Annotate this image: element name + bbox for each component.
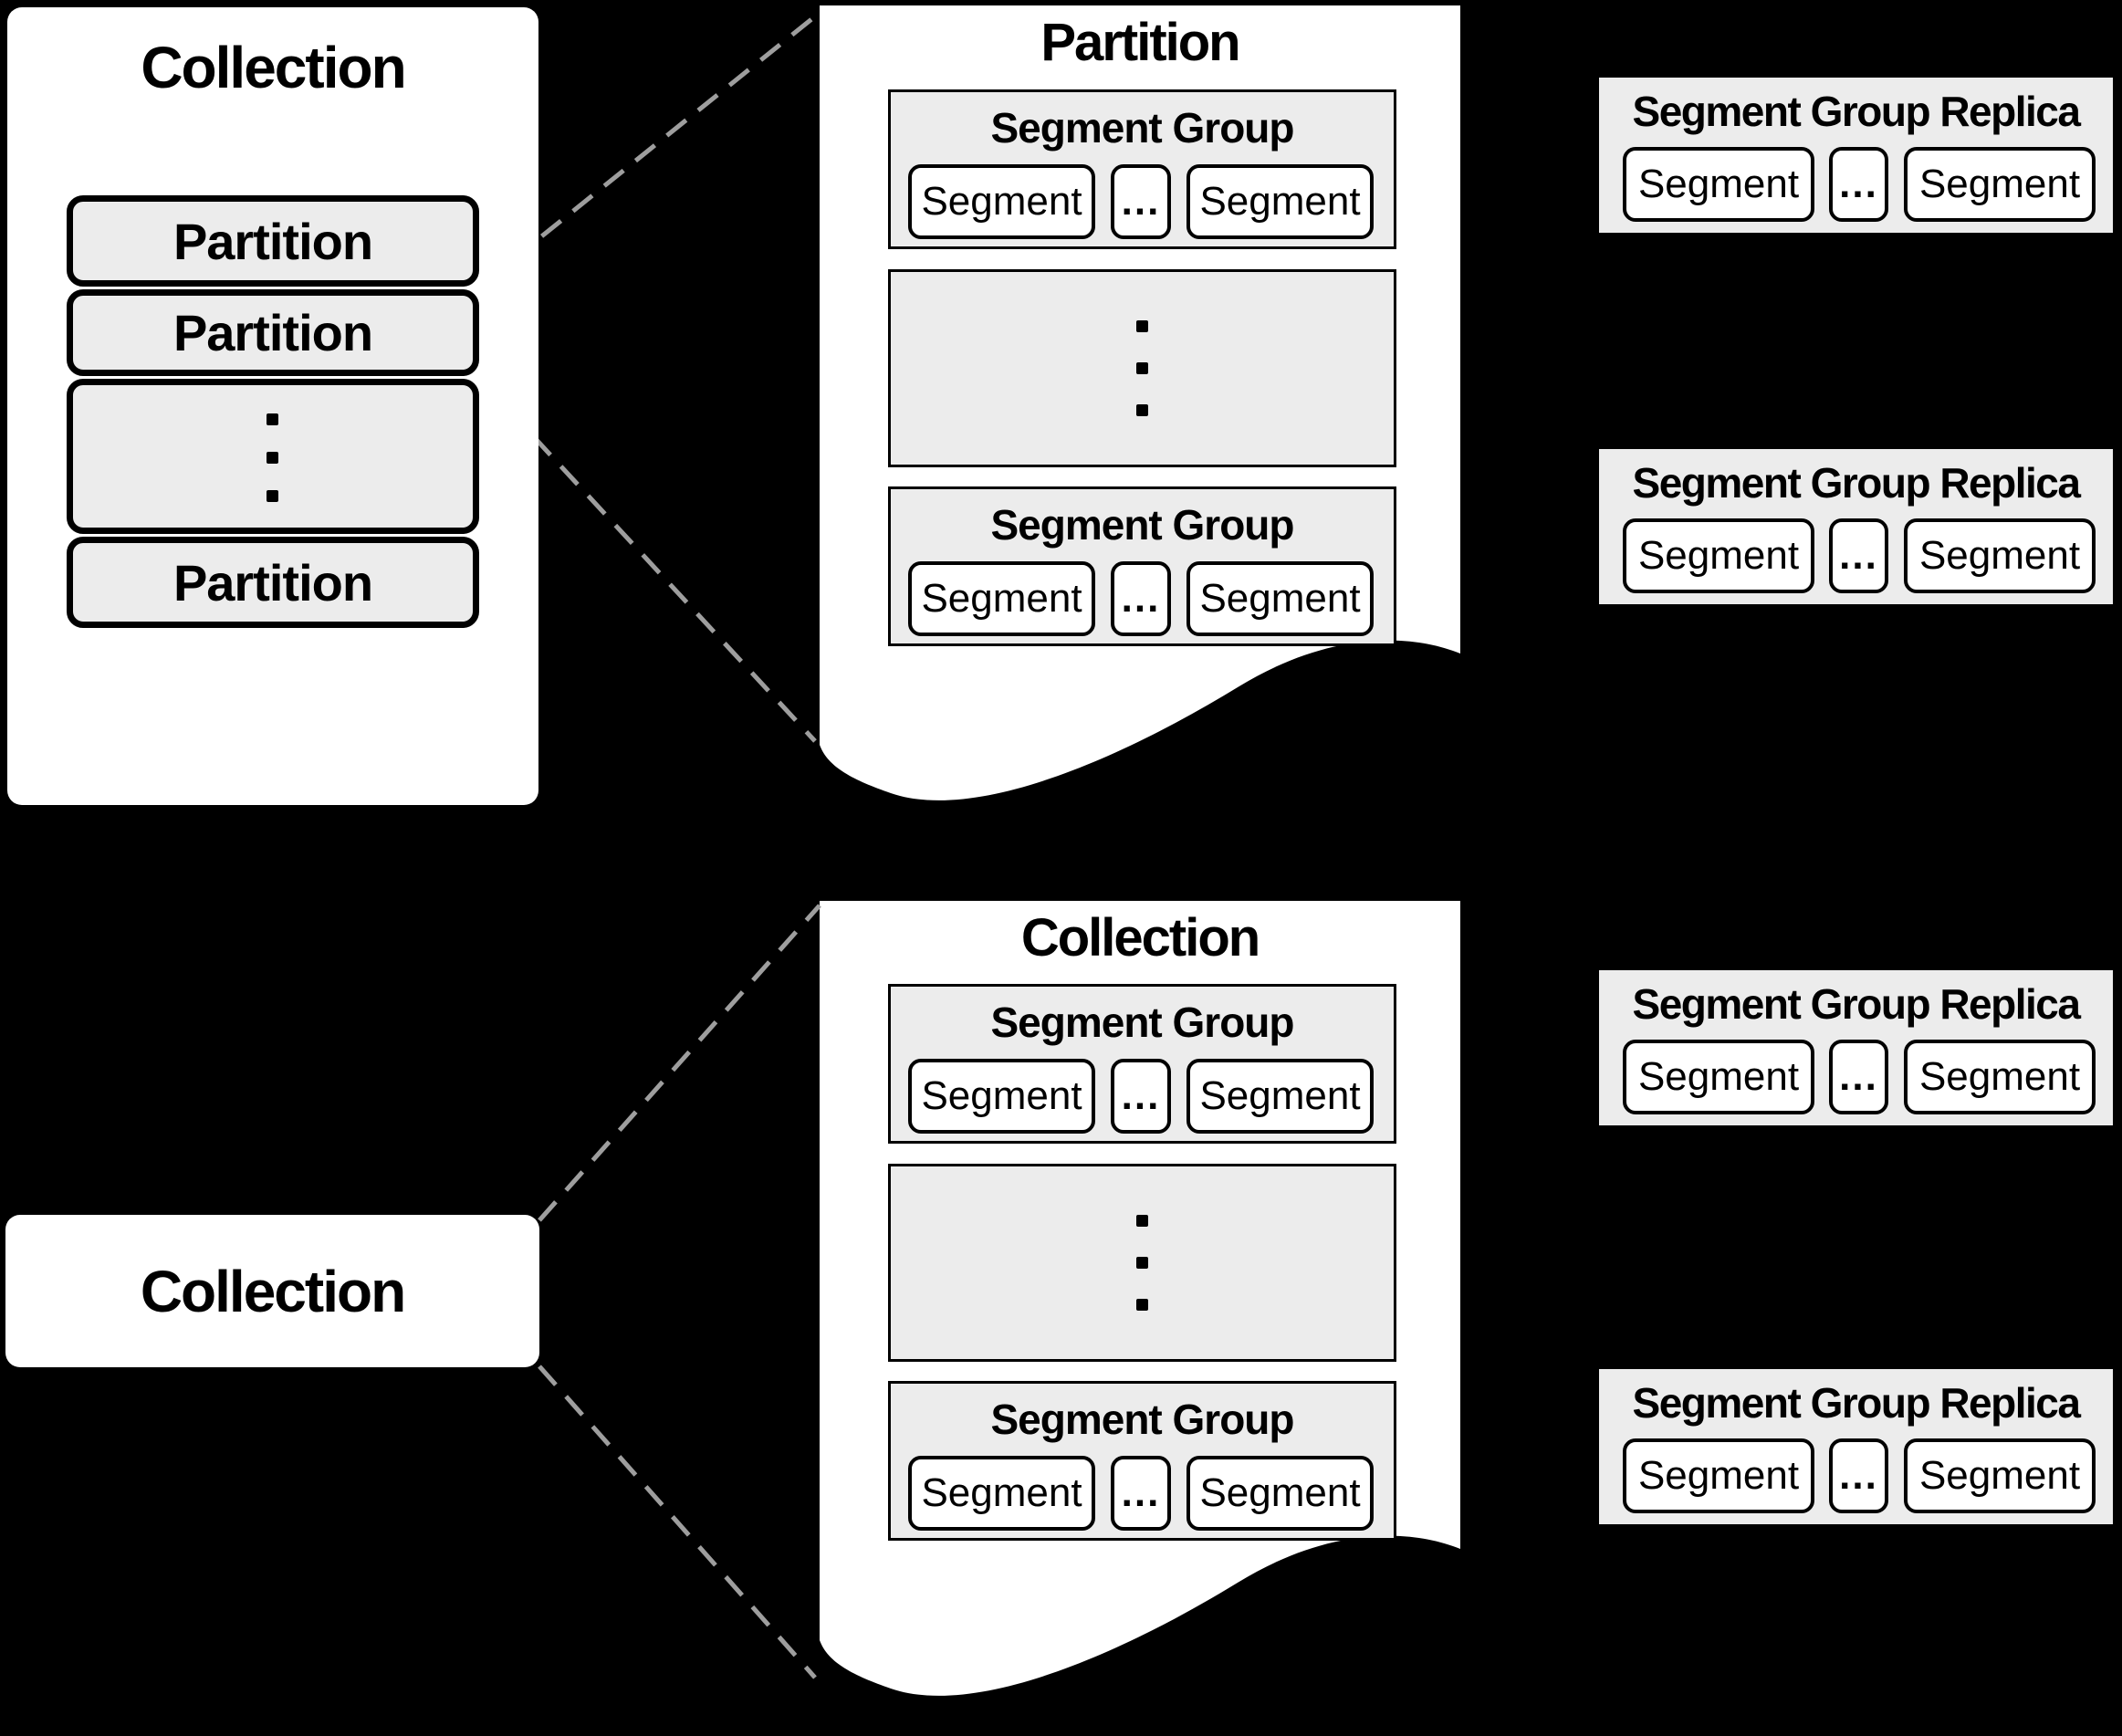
segment-box: Segment — [908, 1456, 1095, 1531]
collection-panel-title: Collection — [1020, 908, 1260, 967]
partition-panel-title: Partition — [1040, 13, 1240, 72]
segment-box: Segment — [908, 561, 1095, 636]
replica-segment-box: Segment — [1904, 147, 2096, 222]
partition-box-3: Partition — [67, 537, 479, 628]
vertical-ellipsis-dot — [1136, 1215, 1148, 1227]
segment-box: Segment — [1186, 1059, 1374, 1134]
segment-group-title: Segment Group — [990, 999, 1294, 1046]
collection-card-title: Collection — [141, 35, 406, 100]
vertical-ellipsis-dot — [1136, 320, 1148, 332]
segment-ellipsis-box: ... — [1111, 1059, 1171, 1134]
segment-group-title: Segment Group — [990, 501, 1294, 549]
replica-segment-box: Segment — [1623, 1040, 1814, 1114]
collection-label-card: Collection — [5, 1215, 539, 1367]
segment-box: Segment — [908, 1059, 1095, 1134]
segment-box: Segment — [1186, 164, 1374, 239]
vertical-ellipsis-dot — [1136, 1299, 1148, 1311]
replica-segment-ellipsis-box: ... — [1829, 1040, 1888, 1114]
segment-box: Segment — [1186, 1456, 1374, 1531]
segment-group-title: Segment Group — [990, 104, 1294, 152]
replica-title: Segment Group Replica — [1632, 980, 2081, 1028]
replica-segment-box: Segment — [1623, 1438, 1814, 1513]
replica-segment-ellipsis-box: ... — [1829, 147, 1888, 222]
vertical-ellipsis-dot — [1136, 362, 1148, 374]
vertical-ellipsis-dot — [1136, 1257, 1148, 1269]
zoom-connector-bottom-lower — [538, 1365, 817, 1679]
replica-segment-box: Segment — [1904, 518, 2096, 593]
zoom-connector-bottom-upper — [538, 904, 821, 1222]
segment-ellipsis-box: ... — [1111, 1456, 1171, 1531]
replica-title: Segment Group Replica — [1632, 88, 2081, 135]
segment-ellipsis-box: ... — [1111, 164, 1171, 239]
zoom-connector-top-upper — [477, 11, 821, 288]
partition-box-2: Partition — [67, 289, 479, 376]
replica-segment-box: Segment — [1623, 518, 1814, 593]
segment-ellipsis-box: ... — [1111, 561, 1171, 636]
vertical-ellipsis-dot — [267, 413, 278, 425]
replica-segment-box: Segment — [1623, 147, 1814, 222]
replica-segment-box: Segment — [1904, 1438, 2096, 1513]
replica-title: Segment Group Replica — [1632, 1379, 2081, 1427]
segment-box: Segment — [1186, 561, 1374, 636]
replica-segment-box: Segment — [1904, 1040, 2096, 1114]
vertical-ellipsis-dot — [267, 452, 278, 464]
vertical-ellipsis-dot — [1136, 404, 1148, 416]
replica-title: Segment Group Replica — [1632, 459, 2081, 507]
vertical-ellipsis-dot — [267, 490, 278, 502]
segment-group-title: Segment Group — [990, 1396, 1294, 1443]
partition-box-1: Partition — [67, 195, 479, 287]
segment-box: Segment — [908, 164, 1095, 239]
replica-segment-ellipsis-box: ... — [1829, 1438, 1888, 1513]
replica-segment-ellipsis-box: ... — [1829, 518, 1888, 593]
